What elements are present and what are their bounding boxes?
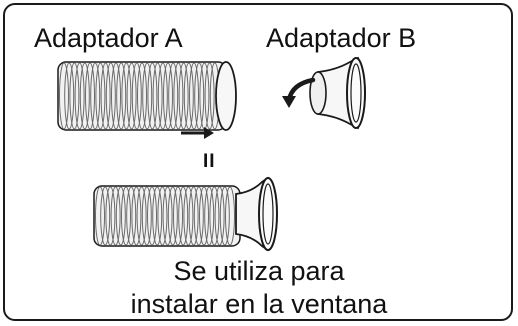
hose-ring bbox=[121, 186, 131, 246]
hose-a-end bbox=[215, 61, 237, 131]
hose-ring bbox=[136, 186, 147, 246]
assembled-nozzle-outlet-rim bbox=[262, 183, 274, 245]
hose-ring bbox=[121, 62, 132, 130]
hose-ring bbox=[178, 186, 189, 246]
hose-ring bbox=[105, 62, 116, 130]
hose-ring bbox=[188, 186, 199, 246]
hose-ring bbox=[183, 62, 194, 130]
hose-a-rings bbox=[59, 62, 220, 130]
nozzle-b-outlet bbox=[346, 57, 366, 129]
hose-ring bbox=[90, 62, 101, 130]
hose-ring bbox=[152, 62, 163, 130]
hose-ring bbox=[204, 62, 215, 130]
hose-ring bbox=[95, 62, 106, 130]
hose-ring bbox=[85, 62, 95, 130]
hose-ring bbox=[111, 62, 121, 130]
hose-ring bbox=[162, 186, 173, 246]
hose-ring bbox=[189, 62, 199, 130]
hose-ring bbox=[152, 186, 163, 246]
hose-ring bbox=[157, 62, 168, 130]
hose-ring bbox=[100, 186, 111, 246]
adapter-a-label: Adaptador A bbox=[34, 23, 183, 53]
hose-ring bbox=[219, 186, 230, 246]
assembled-hose-rings bbox=[95, 186, 235, 246]
hose-ring bbox=[131, 62, 142, 130]
adapter-a-hose bbox=[57, 61, 237, 131]
hose-ring bbox=[199, 186, 209, 246]
hose-ring bbox=[95, 186, 105, 246]
hose-ring bbox=[178, 62, 189, 130]
equals-sign: II bbox=[203, 151, 216, 172]
hose-ring bbox=[126, 62, 137, 130]
hose-ring bbox=[209, 186, 220, 246]
hose-ring bbox=[168, 62, 179, 130]
hose-ring bbox=[194, 62, 205, 130]
caption-line-2: instalar en la ventana bbox=[130, 289, 388, 319]
right-arrow-icon bbox=[181, 127, 214, 139]
hose-ring bbox=[163, 62, 173, 130]
hose-ring bbox=[131, 186, 142, 246]
hose-ring bbox=[126, 186, 137, 246]
hose-ring bbox=[105, 186, 116, 246]
hose-ring bbox=[214, 186, 225, 246]
hose-ring bbox=[147, 62, 158, 130]
assembled-nozzle-outlet bbox=[258, 177, 278, 251]
hose-ring bbox=[193, 186, 204, 246]
hose-ring bbox=[141, 186, 152, 246]
diagram-frame bbox=[3, 3, 513, 321]
hose-ring bbox=[173, 62, 184, 130]
hose-ring bbox=[110, 186, 121, 246]
hose-ring bbox=[167, 186, 178, 246]
hose-ring bbox=[79, 62, 90, 130]
hose-ring bbox=[173, 186, 183, 246]
hose-ring bbox=[147, 186, 157, 246]
assembled-hose bbox=[93, 176, 278, 252]
hose-ring bbox=[64, 62, 75, 130]
rotate-counterclockwise-icon bbox=[282, 77, 316, 108]
adapter-b-label: Adaptador B bbox=[266, 23, 417, 53]
hose-ring bbox=[157, 186, 168, 246]
nozzle-b-outlet-rim bbox=[350, 63, 362, 123]
hose-ring bbox=[74, 62, 85, 130]
hose-ring bbox=[59, 62, 69, 130]
hose-ring bbox=[137, 62, 147, 130]
hose-ring bbox=[100, 62, 111, 130]
hose-ring bbox=[142, 62, 153, 130]
hose-ring bbox=[116, 62, 127, 130]
nozzle-b-inlet bbox=[309, 71, 327, 115]
hose-ring bbox=[115, 186, 126, 246]
hose-ring bbox=[183, 186, 194, 246]
caption-line-1: Se utiliza para bbox=[173, 256, 345, 286]
hose-ring bbox=[69, 62, 80, 130]
hose-ring bbox=[225, 186, 235, 246]
adapter-b-nozzle bbox=[309, 56, 366, 130]
hose-ring bbox=[204, 186, 215, 246]
